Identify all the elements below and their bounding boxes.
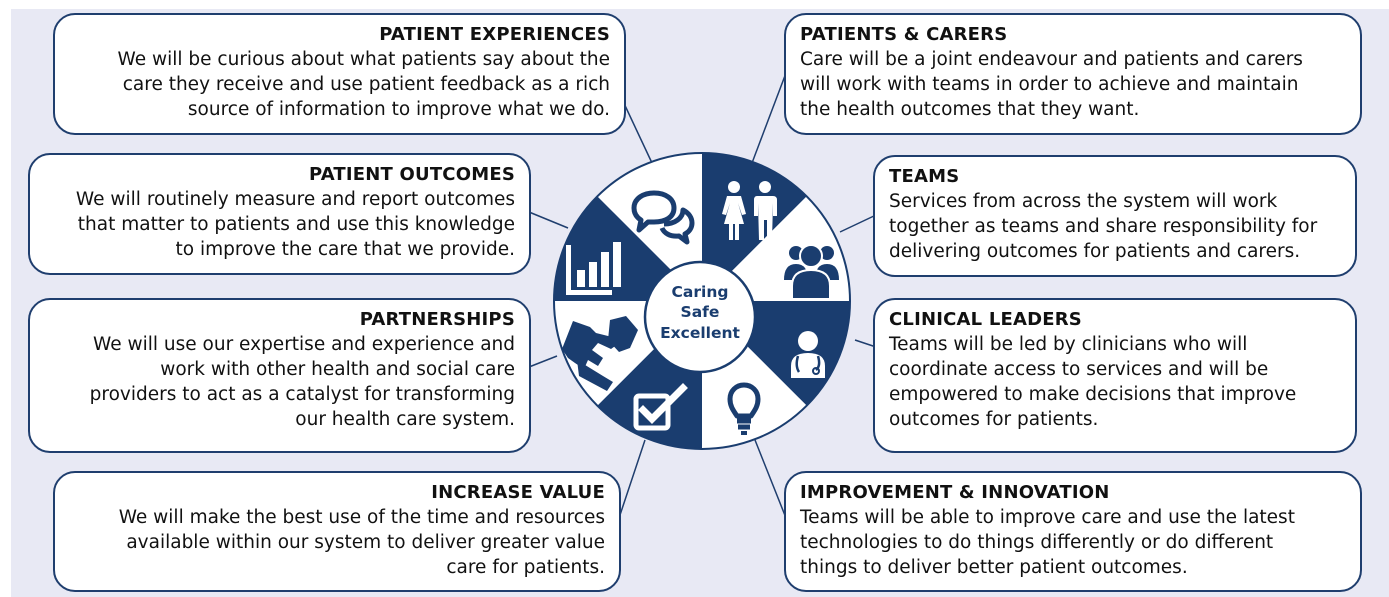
wheel-outline bbox=[553, 152, 851, 450]
card-text-line: together as teams and share responsibili… bbox=[889, 216, 1318, 237]
connector-patient-experiences bbox=[620, 96, 653, 164]
card-text-line: technologies to do things differently or… bbox=[800, 532, 1274, 553]
group-icon bbox=[784, 244, 839, 300]
connector-improvement bbox=[754, 439, 787, 519]
card-improvement-innovation: IMPROVEMENT & INNOVATION Teams will be a… bbox=[784, 471, 1362, 592]
card-patient-experiences: PATIENT EXPERIENCES We will be curious a… bbox=[53, 13, 626, 135]
card-title: TEAMS bbox=[889, 166, 960, 187]
card-title: IMPROVEMENT & INNOVATION bbox=[800, 482, 1110, 503]
card-text-line: We will use our expertise and experience… bbox=[93, 334, 515, 355]
card-title: PATIENT EXPERIENCES bbox=[379, 24, 610, 45]
card-text-line: work with other health and social care bbox=[160, 359, 515, 380]
card-text-line: the health outcomes that they want. bbox=[800, 99, 1140, 120]
connector-teams bbox=[839, 214, 877, 233]
lightbulb-icon bbox=[727, 382, 761, 435]
card-title: CLINICAL LEADERS bbox=[889, 309, 1082, 330]
card-text-line: Care will be a joint endeavour and patie… bbox=[800, 49, 1303, 70]
speech-bubbles-icon bbox=[631, 190, 695, 245]
card-text-line: that matter to patients and use this kno… bbox=[77, 214, 515, 235]
card-patients-carers: PATIENTS & CARERS Care will be a joint e… bbox=[784, 13, 1362, 135]
connector-patients-carers bbox=[751, 72, 787, 164]
card-text-line: We will make the best use of the time an… bbox=[118, 507, 605, 528]
card-title: PARTNERSHIPS bbox=[359, 309, 515, 330]
doctor-stethoscope-icon bbox=[791, 331, 825, 378]
card-text-line: care they receive and use patient feedba… bbox=[122, 74, 610, 95]
card-clinical-leaders: CLINICAL LEADERS Teams will be led by cl… bbox=[873, 298, 1357, 453]
connector-clinical-leaders bbox=[854, 339, 877, 348]
card-text-line: things to deliver better patient outcome… bbox=[800, 557, 1188, 578]
bar-chart-icon bbox=[566, 242, 621, 295]
card-text-line: providers to act as a catalyst for trans… bbox=[89, 384, 515, 405]
connector-increase-value bbox=[618, 439, 646, 519]
card-text-line: our health care system. bbox=[295, 409, 515, 430]
card-increase-value: INCREASE VALUE We will make the best use… bbox=[53, 471, 621, 592]
card-title: PATIENT OUTCOMES bbox=[308, 164, 515, 185]
card-text-line: empowered to make decisions that improve bbox=[889, 384, 1297, 405]
center-label-excellent: Excellent bbox=[660, 324, 740, 342]
checkbox-icon bbox=[633, 383, 688, 431]
connector-lines bbox=[528, 72, 877, 519]
center-label-caring: Caring bbox=[672, 283, 729, 301]
segment-patients-carers bbox=[702, 153, 807, 301]
card-text-line: care for patients. bbox=[446, 557, 605, 578]
card-patient-outcomes: PATIENT OUTCOMES We will routinely measu… bbox=[28, 153, 531, 275]
card-text-line: outcomes for patients. bbox=[889, 409, 1099, 430]
card-teams: TEAMS Services from across the system wi… bbox=[873, 155, 1357, 277]
segment-patient-experiences bbox=[597, 153, 702, 301]
card-title: PATIENTS & CARERS bbox=[800, 24, 1008, 45]
center-circle bbox=[643, 260, 757, 374]
card-text-line: Teams will be able to improve care and u… bbox=[800, 507, 1295, 528]
card-text-line: to improve the care that we provide. bbox=[175, 239, 516, 260]
card-text-line: We will routinely measure and report out… bbox=[75, 189, 515, 210]
card-text-line: Teams will be led by clinicians who will bbox=[889, 334, 1248, 355]
card-text-line: coordinate access to services and will b… bbox=[889, 359, 1269, 380]
card-title: INCREASE VALUE bbox=[431, 482, 605, 503]
card-text-line: We will be curious about what patients s… bbox=[117, 49, 610, 70]
center-label-safe: Safe bbox=[681, 303, 720, 321]
card-partnerships: PARTNERSHIPS We will use our expertise a… bbox=[28, 298, 531, 453]
card-text-line: available within our system to deliver g… bbox=[126, 532, 605, 553]
card-text-line: Services from across the system will wor… bbox=[889, 191, 1278, 212]
connector-patient-outcomes bbox=[528, 211, 569, 229]
connector-partnerships bbox=[528, 355, 558, 368]
card-text-line: source of information to improve what we… bbox=[187, 99, 610, 120]
handshake-icon bbox=[562, 316, 638, 391]
people-icon bbox=[722, 181, 777, 240]
card-text-line: will work with teams in order to achieve… bbox=[800, 74, 1299, 95]
card-text-line: delivering outcomes for patients and car… bbox=[889, 241, 1301, 262]
